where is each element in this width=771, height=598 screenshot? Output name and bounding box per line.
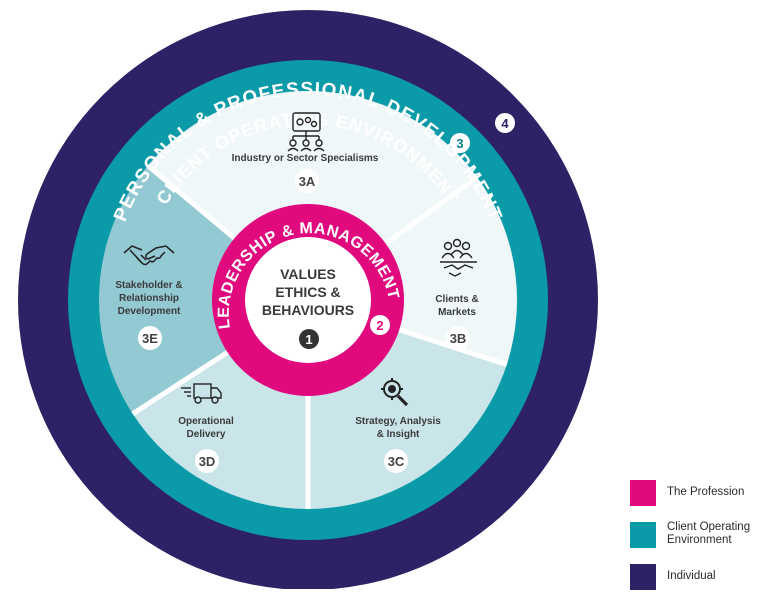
segment-3e <box>99 165 240 414</box>
center-text-line1: VALUES <box>280 266 336 282</box>
segments-group <box>99 90 517 509</box>
segment-3c-badge: 3C <box>384 449 408 473</box>
segment-3c <box>308 327 507 509</box>
people-handshake-icon <box>440 238 477 277</box>
segment-3e-label-line1: Stakeholder & <box>115 280 182 291</box>
segment-3e-label-line3: Development <box>118 306 181 317</box>
badge-1: 1 <box>299 329 319 349</box>
segment-3b-label-line2: Markets <box>438 307 476 318</box>
segment-3c-label-line1: Strategy, Analysis <box>355 416 441 427</box>
svg-text:3C: 3C <box>388 454 405 469</box>
legend-swatch-client-operating-environment <box>630 522 656 548</box>
legend-swatch-individual <box>630 564 656 590</box>
segment-divider <box>131 346 234 416</box>
svg-text:2: 2 <box>376 318 383 333</box>
svg-text:3: 3 <box>456 136 463 151</box>
segment-3a-label: Industry or Sector Specialisms <box>232 153 379 164</box>
segment-3e-badge: 3E <box>138 326 162 350</box>
segment-3d-label-line2: Delivery <box>187 429 226 440</box>
segment-3d <box>132 349 308 509</box>
svg-text:4: 4 <box>501 116 509 131</box>
segment-3e-label-line2: Relationship <box>119 293 179 304</box>
network-gears-icon <box>287 112 325 152</box>
legend-label-profession: The Profession <box>667 486 745 498</box>
svg-text:3A: 3A <box>299 174 316 189</box>
badge-4: 4 <box>495 113 515 133</box>
legend-item-individual: Individual <box>630 558 765 598</box>
segment-3b-label-line1: Clients & <box>435 294 478 305</box>
legend-swatch-profession <box>630 480 656 506</box>
segment-3a <box>147 90 478 248</box>
legend-item-profession: The Profession <box>630 478 765 518</box>
svg-text:3B: 3B <box>450 331 467 346</box>
segment-divider <box>379 175 479 250</box>
segment-3c-label-line2: & Insight <box>377 429 420 440</box>
svg-text:3E: 3E <box>142 331 158 346</box>
legend: The Profession Client Operating Environm… <box>630 478 765 598</box>
center-circle <box>245 237 371 363</box>
segment-3a-badge: 3A <box>295 169 319 193</box>
handshake-icon <box>123 245 175 266</box>
legend-label-client-operating-environment: Client Operating Environment <box>667 521 751 546</box>
legend-label-individual: Individual <box>667 570 716 582</box>
segment-labels: Industry or Sector Specialisms 3A Client… <box>115 153 479 473</box>
segment-divider <box>146 163 241 245</box>
center-text-line3: BEHAVIOURS <box>262 302 354 318</box>
segment-3d-label-line1: Operational <box>178 416 234 427</box>
badge-3: 3 <box>450 133 470 153</box>
delivery-truck-icon <box>181 383 222 404</box>
svg-text:1: 1 <box>305 332 312 347</box>
segment-3d-badge: 3D <box>195 449 219 473</box>
svg-text:3D: 3D <box>199 454 216 469</box>
legend-item-client-operating-environment: Client Operating Environment <box>630 518 765 558</box>
magnifier-gear-icon <box>381 378 409 407</box>
center-text-line2: ETHICS & <box>275 284 340 300</box>
badge-2: 2 <box>370 315 390 335</box>
segment-3b-badge: 3B <box>446 326 470 350</box>
